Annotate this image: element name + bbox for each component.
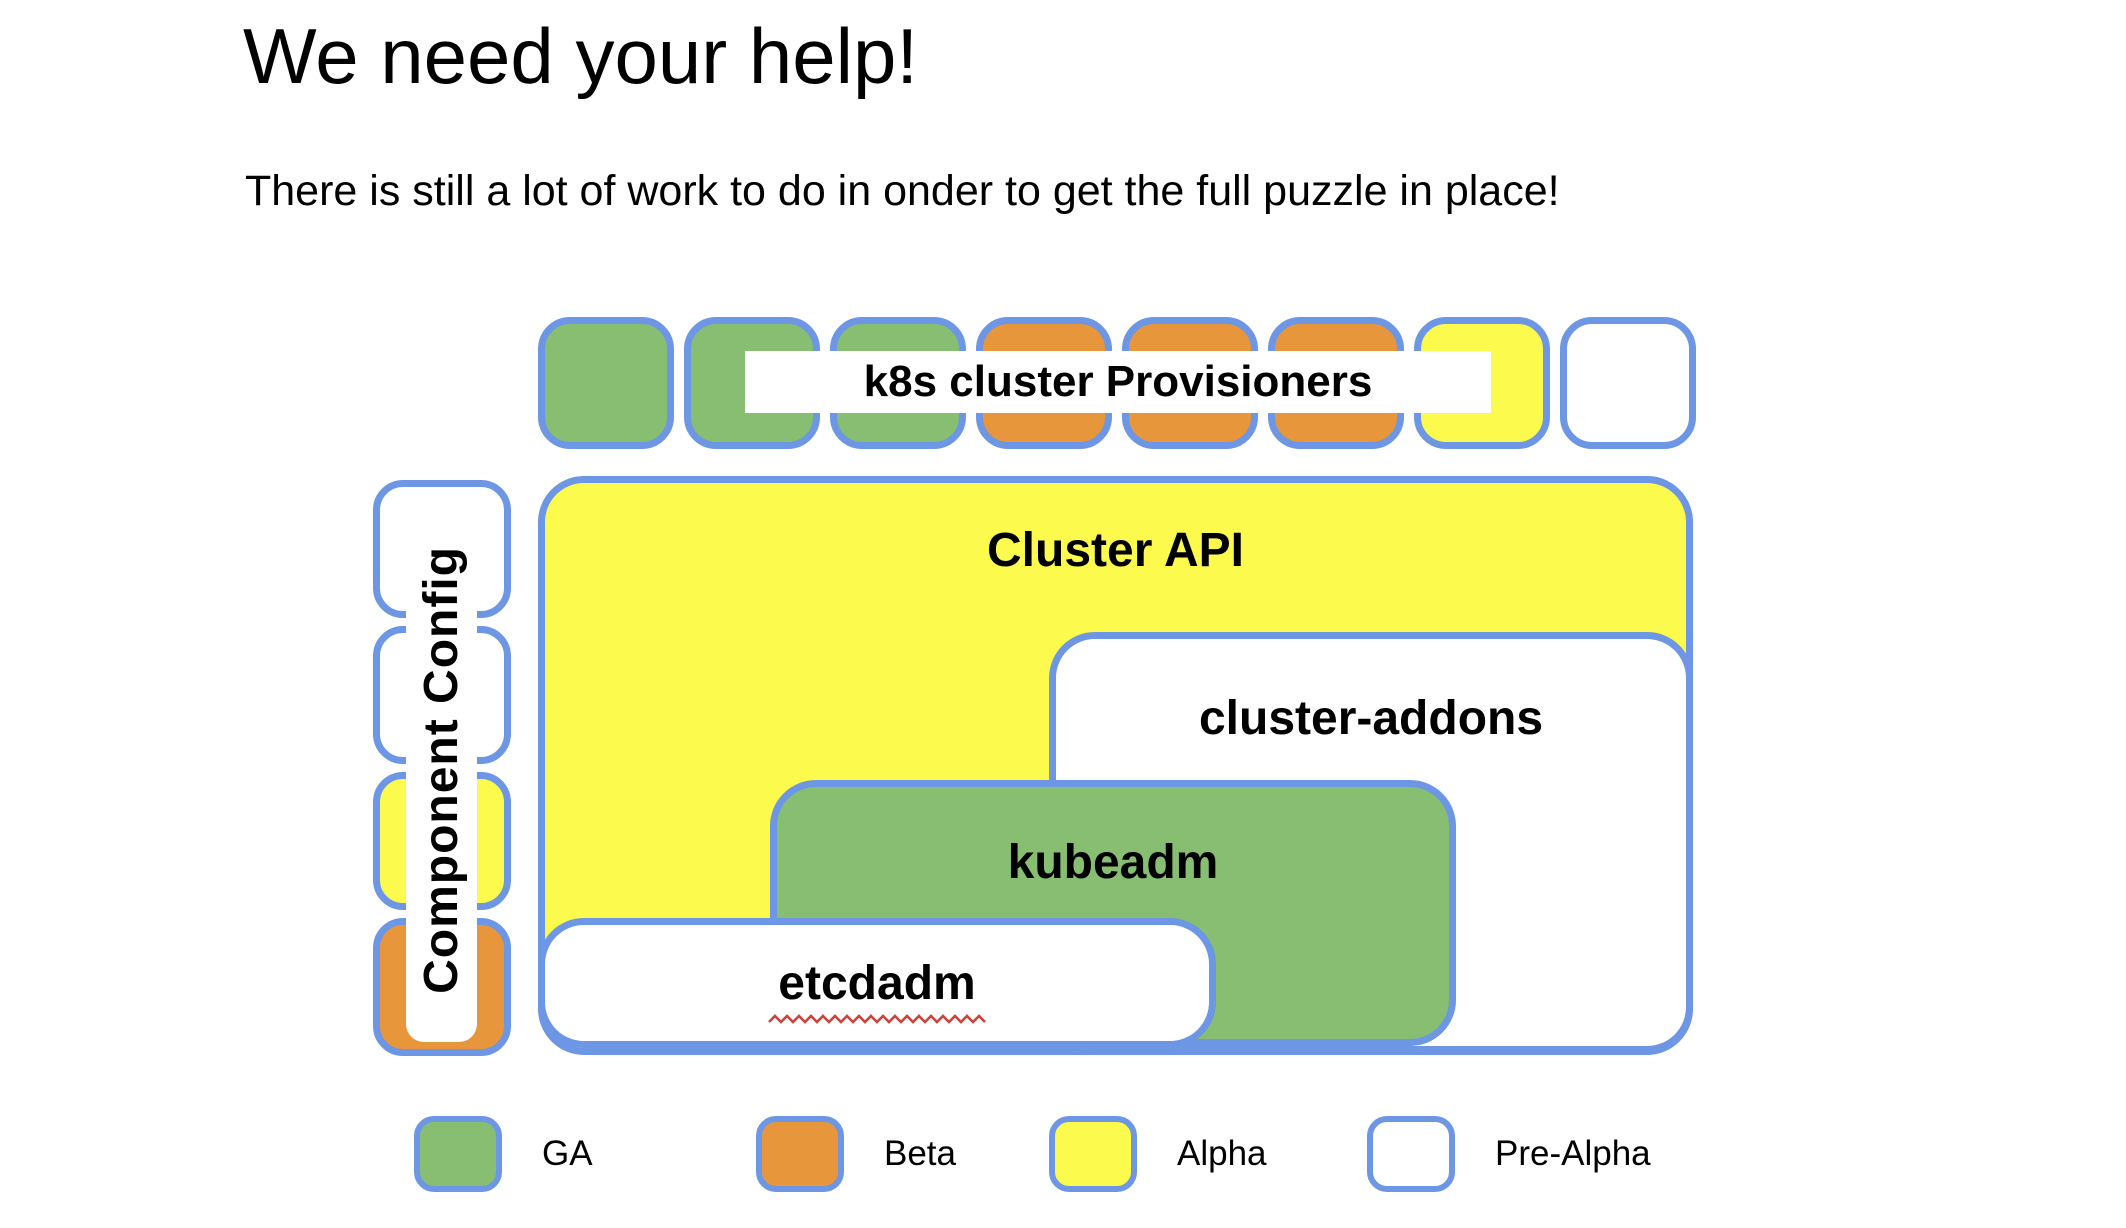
legend-label: Pre-Alpha (1495, 1134, 1651, 1173)
box-cluster-addons-label: cluster-addons (1198, 692, 1544, 745)
legend-label: GA (542, 1134, 593, 1173)
page-subtitle: There is still a lot of work to do in on… (245, 167, 1560, 215)
legend-swatch-alpha (1049, 1116, 1137, 1192)
legend-label: Beta (884, 1134, 956, 1173)
component-config-label-text: Component Config (415, 545, 468, 994)
box-kubeadm-label: kubeadm (1007, 836, 1219, 889)
provisioners-label: k8s cluster Provisioners (745, 351, 1491, 413)
component-config-label: Component Config (406, 497, 477, 1042)
puzzle-piece-ga (538, 317, 674, 449)
spellcheck-squiggle-icon (768, 1013, 986, 1024)
puzzle-piece-pre_alpha (1560, 317, 1696, 449)
legend-swatch-pre_alpha (1367, 1116, 1455, 1192)
box-cluster-api-label: Cluster API (987, 524, 1244, 577)
legend-swatch-beta (756, 1116, 844, 1192)
legend: GA Beta Alpha Pre-Alpha (414, 1116, 1651, 1192)
legend-item-alpha: Alpha (1049, 1116, 1367, 1192)
legend-item-beta: Beta (756, 1116, 1049, 1192)
box-etcdadm: etcdadm (538, 918, 1216, 1048)
legend-swatch-ga (414, 1116, 502, 1192)
legend-item-pre-alpha: Pre-Alpha (1367, 1116, 1651, 1192)
page-title: We need your help! (243, 12, 918, 100)
legend-item-ga: GA (414, 1116, 756, 1192)
legend-label: Alpha (1177, 1134, 1267, 1173)
box-etcdadm-label: etcdadm (778, 956, 976, 1010)
